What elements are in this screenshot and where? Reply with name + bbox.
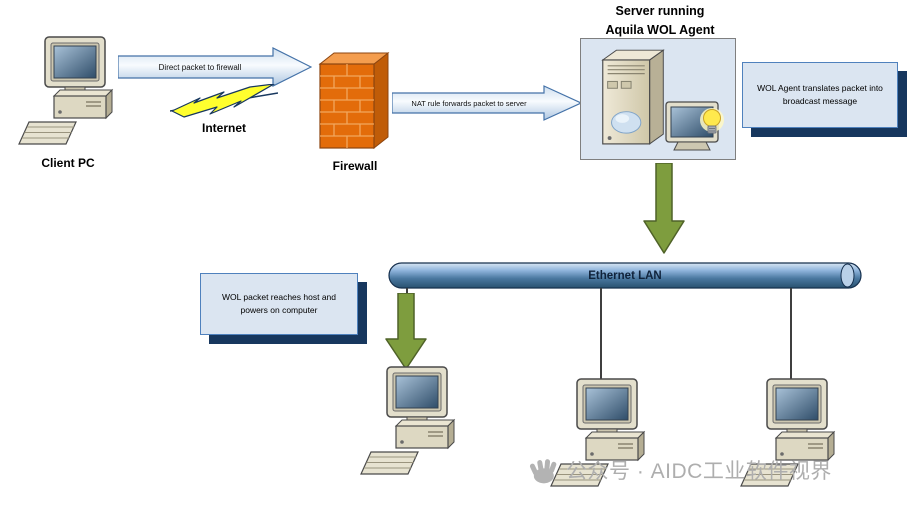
firewall-icon <box>318 51 390 150</box>
watermark-text: 公众号 · AIDC工业软件视界 <box>566 460 832 483</box>
lan-drop-line-middle <box>600 288 602 386</box>
client-pc-label: Client PC <box>41 156 95 170</box>
callout-translate-text: WOL Agent translates packet into broadca… <box>757 82 883 106</box>
callout-translate: WOL Agent translates packet into broadca… <box>742 62 898 128</box>
firewall-label: Firewall <box>332 159 378 173</box>
direct-packet-arrow-label: Direct packet to firewall <box>158 62 242 72</box>
callout-reach: WOL packet reaches host and powers on co… <box>200 273 358 335</box>
lan-drop-line-right <box>790 288 792 386</box>
server-node <box>580 38 736 160</box>
server-title: Server running Aquila WOL Agent <box>555 2 765 40</box>
watermark: 公众号 · AIDC工业软件视界 <box>528 455 832 485</box>
server-title-line1: Server running <box>615 4 705 18</box>
callout-reach-text: WOL packet reaches host and powers on co… <box>221 291 337 315</box>
hand-icon <box>529 459 557 484</box>
server-title-line2: Aquila WOL Agent <box>605 23 715 37</box>
client-pc-icon <box>18 36 118 148</box>
server-tower-icon <box>593 47 675 151</box>
green-down-arrow-icon <box>643 163 685 254</box>
lan-pc-icon <box>360 366 460 478</box>
lan-drop-line-left <box>406 288 408 295</box>
ethernet-lan-label: Ethernet LAN <box>588 269 662 282</box>
ethernet-lan-pipe <box>388 262 862 289</box>
green-down-arrow-icon <box>385 293 427 370</box>
nat-rule-arrow-label: NAT rule forwards packet to server <box>411 98 527 108</box>
block-arrow-right-icon <box>391 85 583 121</box>
direct-packet-arrow: Direct packet to firewall <box>117 47 313 87</box>
internet-label: Internet <box>201 121 246 135</box>
nat-rule-arrow: NAT rule forwards packet to server <box>391 85 583 121</box>
block-arrow-right-icon <box>117 47 313 87</box>
monitor-bulb-icon <box>665 97 731 155</box>
lightning-bolt-icon <box>170 84 278 118</box>
